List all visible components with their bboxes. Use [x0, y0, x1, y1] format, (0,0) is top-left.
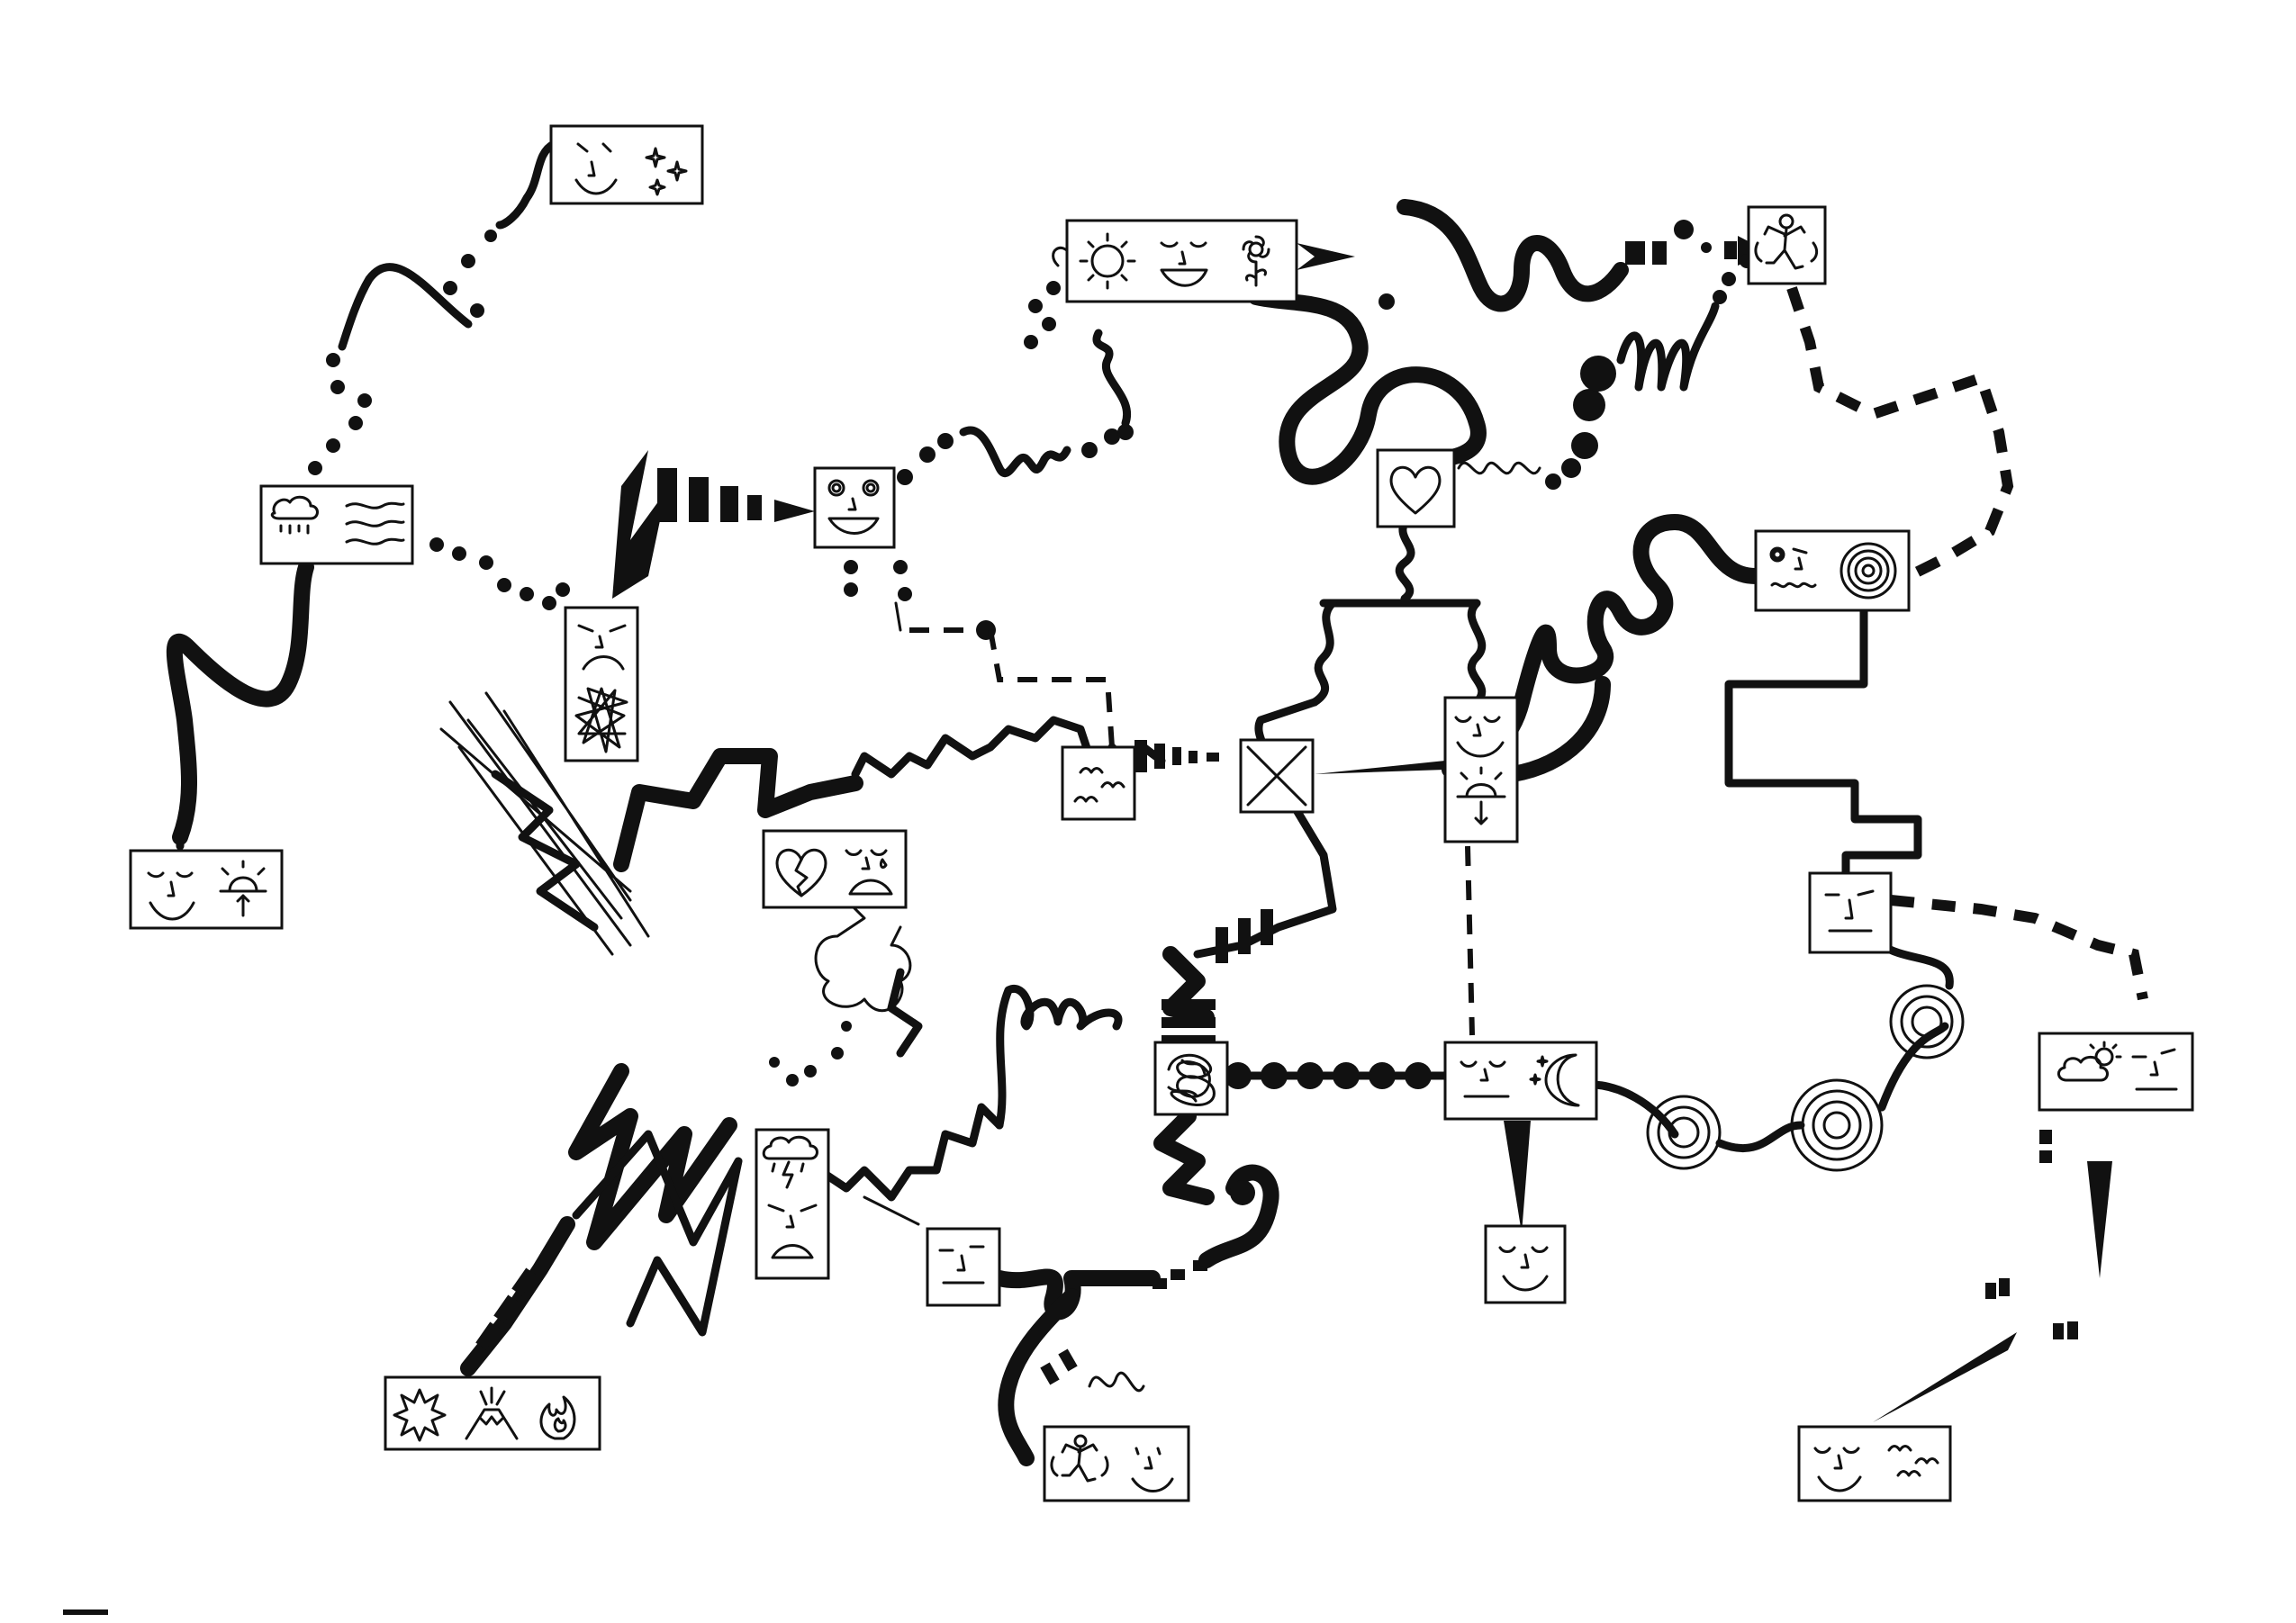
heart-icon [1389, 465, 1442, 515]
wind-waves-icon [345, 501, 405, 546]
connector-wedge-cross-to-sunset [1315, 761, 1445, 774]
node-dancer-top[interactable] [1747, 205, 1827, 285]
connector-dash-neutral-to-cloudsun [1890, 895, 2148, 1001]
calm-face-icon [147, 871, 195, 921]
connector-dots-cloud-to-sad [429, 537, 570, 610]
node-cross[interactable] [1239, 738, 1315, 814]
cloud-sun-icon [2057, 1041, 2122, 1082]
node-sleepy-bottom[interactable] [1484, 1224, 1567, 1304]
connectors [166, 140, 2148, 1466]
explosion-icon [393, 1388, 447, 1442]
connector-dancer-to-dizzy-spiral [1786, 286, 2014, 582]
node-tangle[interactable] [1153, 1041, 1229, 1116]
neutral-face-icon [1824, 889, 1875, 933]
star-icon [666, 160, 688, 182]
connector-squiggle-dots-top-left [308, 140, 558, 475]
node-dizzy-smile[interactable] [813, 466, 896, 549]
rain-cloud-icon [270, 495, 319, 535]
broken-heart-icon [775, 848, 827, 897]
tangle-icon [1167, 1053, 1216, 1106]
angry-face-icon [767, 1204, 818, 1259]
storm-cloud-icon [762, 1135, 818, 1189]
crying-face-icon [845, 849, 893, 896]
connector-s-curve-to-heart [1248, 289, 1487, 485]
node-neutral-right[interactable] [1808, 871, 1893, 954]
sunset-icon [1456, 766, 1506, 825]
node-sunrise-face[interactable] [129, 849, 284, 930]
connector-zigzag-storm-to-neutral [815, 985, 1123, 1226]
birds-icon [1073, 767, 1125, 803]
dancing-figure-icon [1754, 213, 1819, 270]
sunrise-icon [219, 860, 267, 917]
connector-steps-dizzy-to-birds [844, 560, 1115, 748]
cross-box-icon [1246, 745, 1307, 807]
volcano-icon [465, 1386, 519, 1440]
node-face-moon[interactable] [1443, 1041, 1598, 1121]
connector-dash-sunset-to-moon [1465, 845, 1475, 1036]
connector-sawtooth-spiral-to-neutral [1724, 599, 1922, 891]
connector-cloud-to-sunrise [166, 559, 314, 851]
node-explosion-volcano-fire[interactable] [384, 1375, 601, 1451]
node-cloud-wind[interactable] [259, 484, 414, 565]
node-storm-angry[interactable] [755, 1128, 830, 1280]
node-heart[interactable] [1376, 448, 1456, 528]
node-cloud-sun-face[interactable] [2038, 1032, 2194, 1112]
connector-sun-to-dancer [1297, 199, 1769, 312]
sleepy-face-icon [1498, 1246, 1549, 1292]
happy-face-icon [1160, 241, 1208, 287]
edge-mark [63, 1609, 108, 1615]
node-face-sunset[interactable] [1443, 696, 1519, 843]
node-broken-heart[interactable] [762, 829, 908, 909]
star-icon [648, 178, 666, 196]
node-sleepy-stars[interactable] [549, 124, 704, 205]
node-sun-smile-flower[interactable] [1065, 219, 1298, 303]
connector-zigzag-storm-to-explosion [460, 1063, 743, 1376]
sleepy-face-icon [1813, 1447, 1862, 1492]
neutral-face-icon [938, 1245, 985, 1285]
connector-blob-broken-to-storm [769, 898, 923, 1087]
sun-icon [1079, 232, 1136, 290]
connector-lightning-left [439, 691, 650, 956]
connector-loops-neutral-to-dancer [991, 1164, 1279, 1466]
moon-stars-icon [1529, 1053, 1580, 1107]
calm-face-icon [1454, 716, 1505, 758]
dancing-figure-icon [1050, 1434, 1109, 1483]
birds-icon [1887, 1445, 1939, 1477]
sleepy-face-icon [1460, 1060, 1510, 1098]
connector-curve-sunset-to-loops [1505, 676, 1611, 782]
sad-face-icon [577, 624, 627, 671]
node-dancer-smile[interactable] [1043, 1425, 1190, 1502]
scribble-icon [574, 687, 628, 753]
connector-stripes-birds-to-cross [1134, 740, 1219, 772]
dizzy-face-icon [1769, 546, 1817, 589]
dizzy-happy-face-icon [827, 479, 880, 535]
connector-spike-cloudsun-to-sleepybirds [1873, 1130, 2112, 1422]
neutral-face-icon [2131, 1048, 2178, 1091]
connector-dizzy-to-sun [897, 246, 1134, 485]
connector-loops-spiral-to-sunset [1442, 514, 1764, 778]
fire-icon [539, 1395, 576, 1440]
connector-stripes-sad-to-dizzy [612, 450, 815, 599]
nodes [129, 124, 2194, 1502]
happy-face-icon [1131, 1447, 1174, 1492]
node-dizzy-spiral[interactable] [1754, 529, 1911, 612]
star-icon [645, 147, 666, 168]
connector-spike-moon-to-sleepy [1504, 1121, 1531, 1233]
connector-beads-tangle-to-moon [1202, 1062, 1454, 1089]
connector-ladder-cross-to-tangle [1162, 806, 1337, 1046]
connector-spirals-moon-to-neutral [1571, 941, 1965, 1172]
sleepy-face-icon [574, 142, 618, 195]
node-birds[interactable] [1061, 745, 1136, 821]
connector-zigzag-tangle-down [1153, 1108, 1215, 1205]
flower-icon [1242, 235, 1270, 287]
spiral-icon [1840, 542, 1897, 600]
node-sad-scribble[interactable] [564, 606, 639, 762]
node-neutral-mid[interactable] [926, 1227, 1001, 1307]
node-sleepy-birds[interactable] [1797, 1425, 1952, 1502]
